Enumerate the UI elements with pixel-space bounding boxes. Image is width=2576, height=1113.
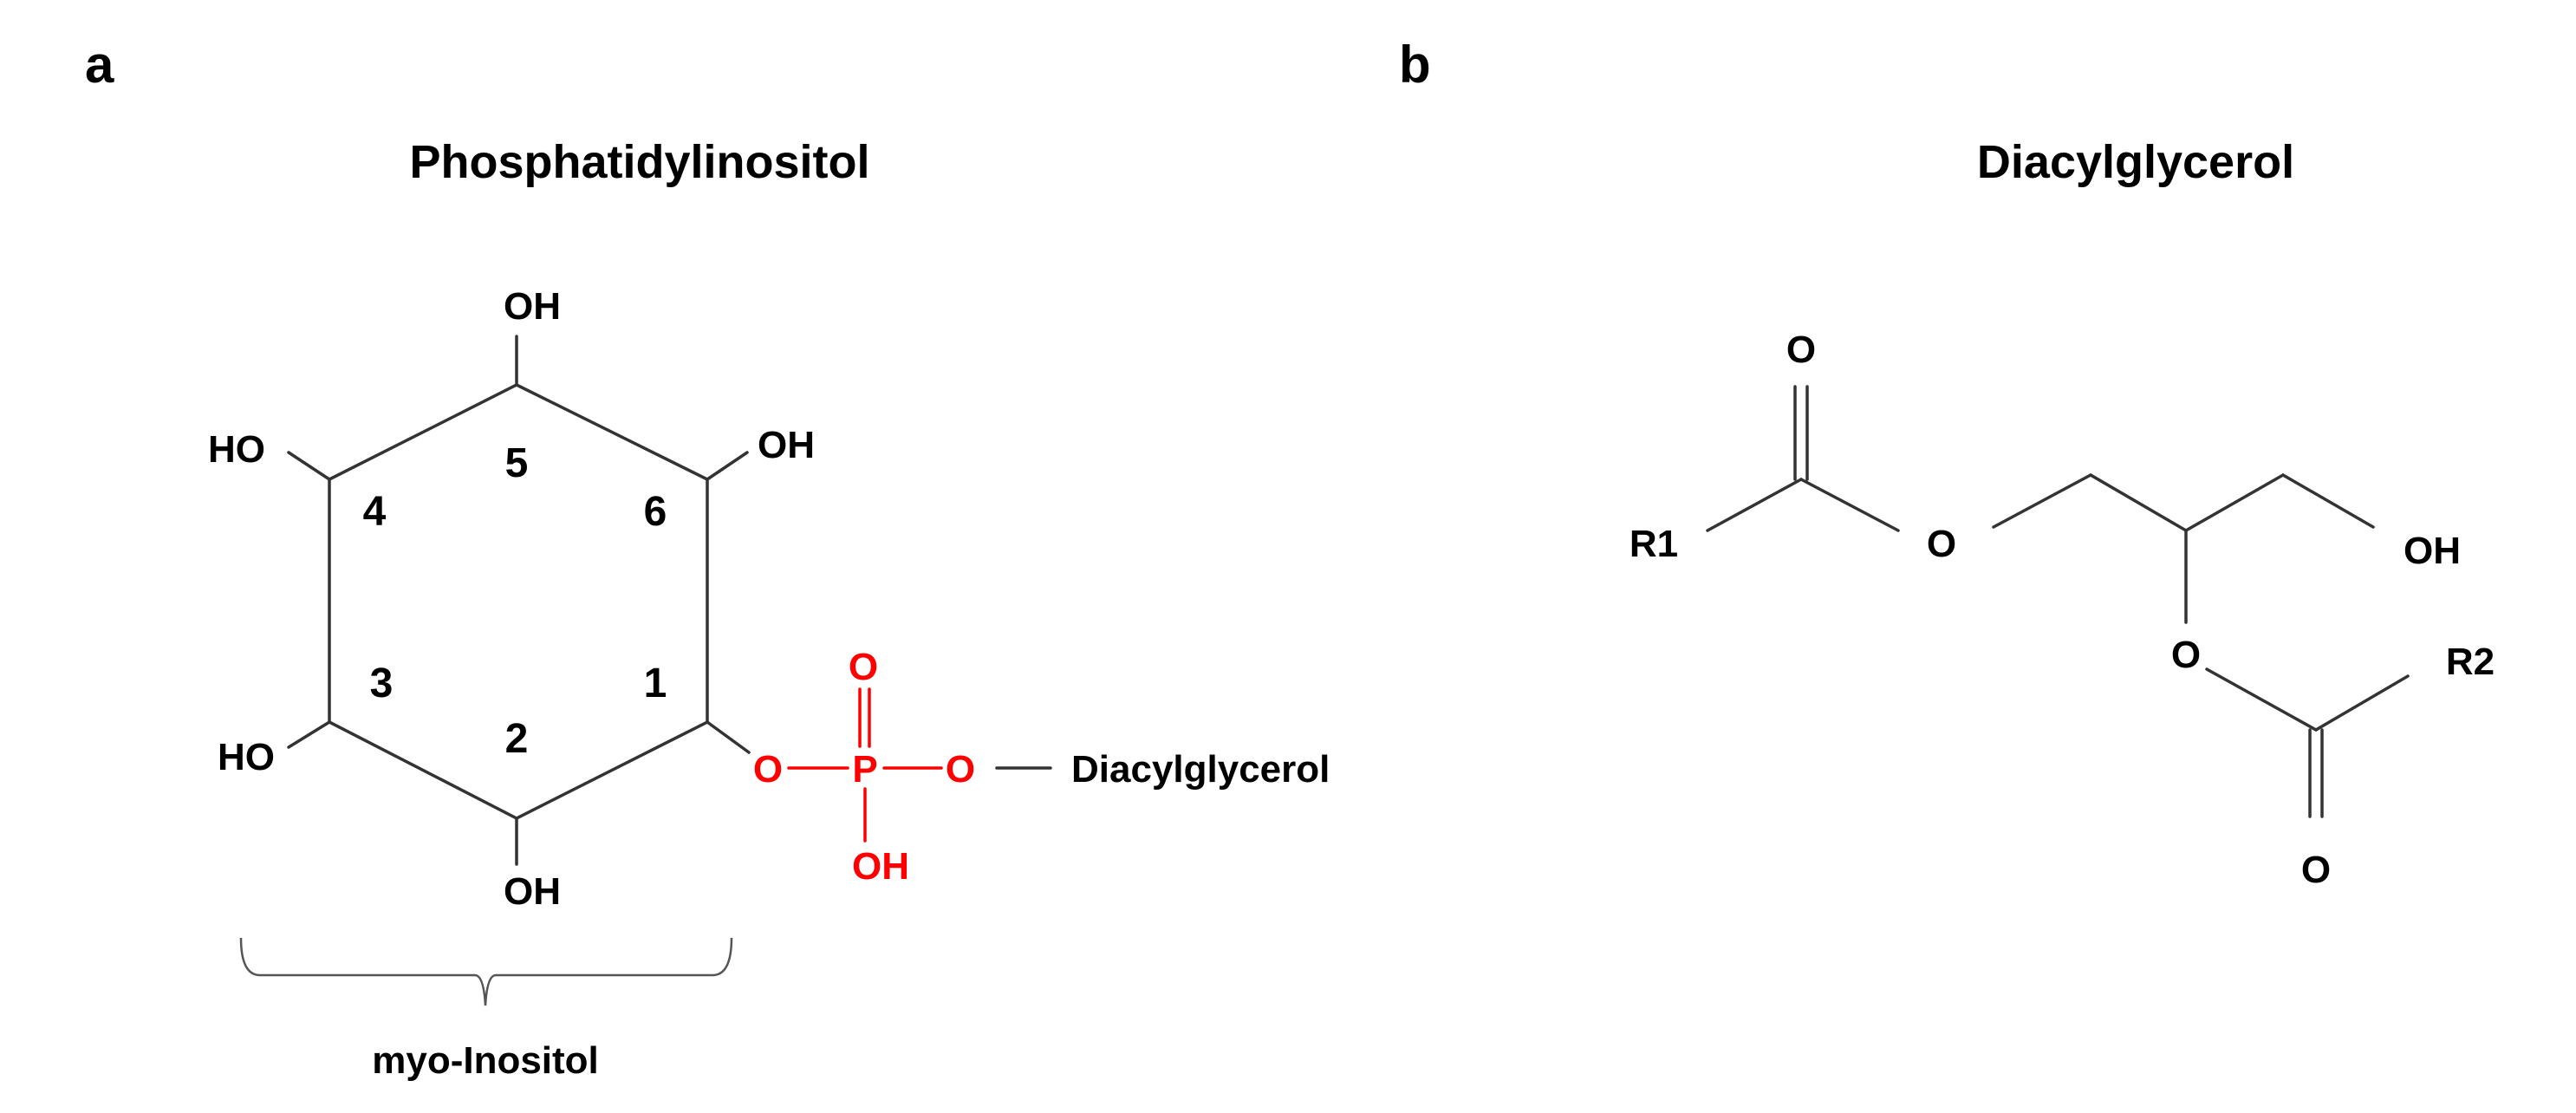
c5-hydroxyl: OH [504,285,561,328]
ester-oxygen-1: O [1927,523,1956,565]
c3-hydroxyl: HO [218,736,275,778]
bond-r1-c1 [1706,478,1803,532]
bond-c1-o-ester [1799,478,1900,532]
bond-ch2-oh [2281,473,2375,529]
title-diacylglycerol: Diacylglycerol [1977,136,2294,188]
ring-position-6: 6 [644,489,667,535]
phosphate-group: O P O O OH [753,646,975,888]
bond-ch-ch2 [2184,473,2285,532]
bond-c1-o [706,720,751,754]
bond-c4-oh [287,451,331,481]
diacylglycerol-label: Diacylglycerol [1071,748,1330,791]
phosphorus: P [852,748,877,791]
c4-hydroxyl: HO [208,428,265,471]
bond-c3-oh [287,720,331,749]
carbonyl-oxygen-1: O [1786,329,1816,371]
carbonyl-oxygen-2: O [2301,849,2331,891]
bond-ch2-ch [2089,473,2188,532]
ring-position-2: 2 [505,716,529,762]
panel-a: a Phosphatidylinositol OH OH HO HO OH 1 … [85,36,1330,1082]
ring-position-3: 3 [370,661,394,706]
panel-label-a: a [85,36,114,94]
c6-hydroxyl: OH [758,424,815,466]
bond-o-ch2 [1992,473,2092,529]
c2-hydroxyl: OH [504,870,561,913]
ring-position-1: 1 [644,661,667,706]
hydroxyl-group: OH [2404,530,2461,572]
bond-o-c2 [2205,667,2318,732]
phosphate-o-double: O [849,646,878,688]
r2-group: R2 [2446,641,2495,683]
ester-oxygen-2: O [2171,634,2201,676]
panel-label-b: b [1399,36,1431,94]
bond-c2-r2 [2314,674,2410,732]
myo-inositol-brace [239,937,733,1006]
phosphate-o-ring: O [753,748,783,791]
title-phosphatidylinositol: Phosphatidylinositol [409,136,869,188]
phosphate-hydroxyl: OH [852,845,909,888]
ring-position-4: 4 [363,489,387,535]
phosphate-o-bridge: O [946,748,975,791]
r1-group: R1 [1630,523,1678,565]
ring-position-5: 5 [505,440,529,486]
bond-c6-oh [706,451,749,481]
panel-b: b Diacylglycerol R1 O O OH O R2 O [1399,36,2495,891]
myo-inositol-label: myo-Inositol [372,1039,599,1082]
